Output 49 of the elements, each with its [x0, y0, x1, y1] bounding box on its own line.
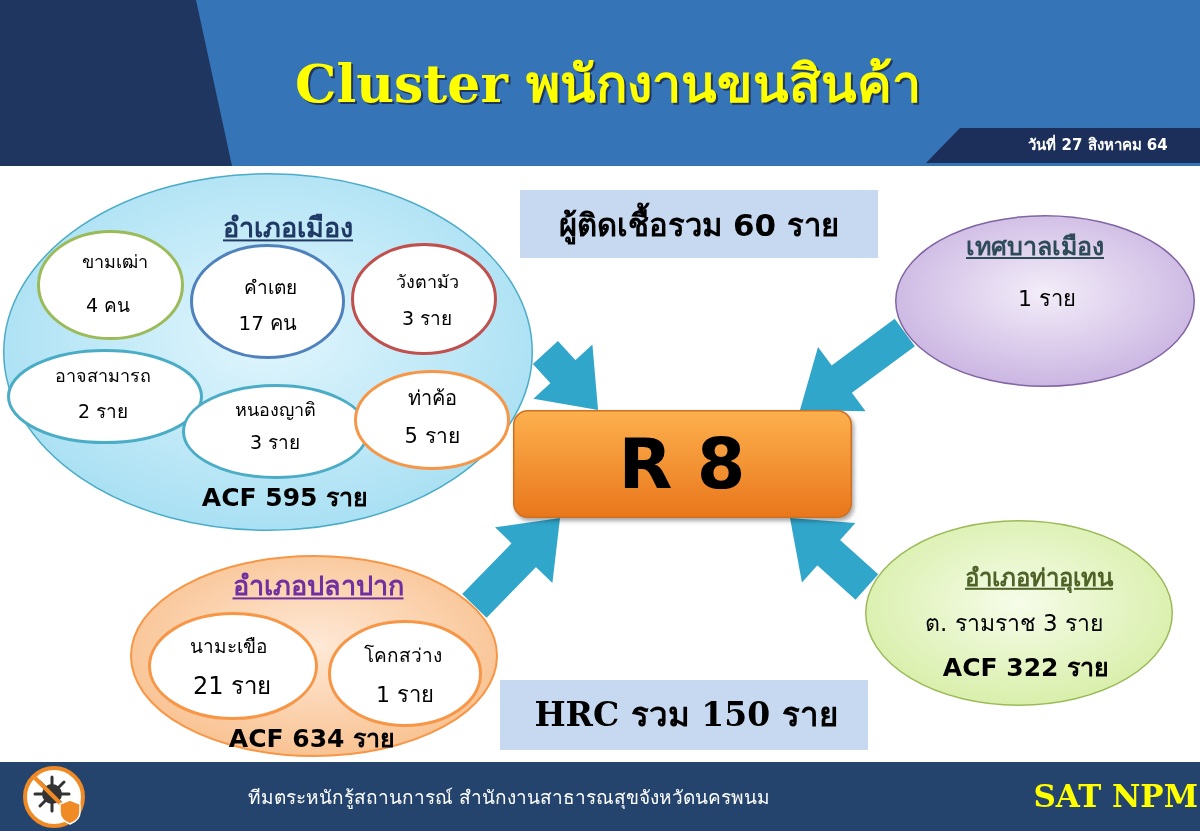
subdistrict-name: นามะเขือ — [189, 633, 267, 659]
team-abbreviation: SAT NPM — [1033, 777, 1198, 817]
district-name: อำเภอท่าอุเทน — [965, 562, 1113, 595]
subdistrict-ellipse — [351, 243, 497, 355]
case-count: ต. รามราช 3 ราย — [925, 608, 1103, 638]
subdistrict-ellipse — [328, 620, 482, 727]
district-ellipse — [865, 520, 1173, 706]
case-count: 3 ราย — [401, 305, 453, 331]
district-name: อำเภอเมือง — [223, 211, 353, 246]
district-name: เทศบาลเมือง — [966, 231, 1104, 263]
block-arrow — [790, 518, 879, 600]
subdistrict-name: ท่าค้อ — [407, 385, 457, 412]
hrc-total-text: HRC รวม 150 ราย — [534, 693, 838, 736]
date-text: วันที่ 27 สิงหาคม 64 — [1028, 133, 1168, 156]
case-count: 3 ราย — [249, 429, 301, 455]
district-name: อำเภอปลาปาก — [232, 569, 404, 604]
region-box — [513, 410, 852, 518]
subdistrict-name: คำเตย — [243, 274, 297, 300]
case-count: 1 ราย — [1018, 285, 1076, 314]
acf-count: ACF 634 ราย — [228, 723, 396, 755]
summary-box — [500, 680, 868, 750]
subdistrict-ellipse — [354, 370, 510, 470]
subdistrict-ellipse — [148, 612, 318, 720]
subdistrict-ellipse — [190, 244, 345, 359]
case-count: 2 ราย — [77, 398, 129, 424]
subdistrict-name: ขามเฒ่า — [82, 249, 148, 274]
subdistrict-name: หนองญาติ — [234, 397, 316, 422]
subdistrict-name: อาจสามารถ — [55, 363, 151, 388]
district-ellipse — [130, 555, 498, 757]
total-cases-text: ผู้ติดเชื้อรวม 60 ราย — [559, 201, 839, 251]
district-ellipse — [895, 215, 1195, 387]
footer-text: ทีมตระหนักรู้สถานการณ์ สำนักงานสาธารณสุขจังหวัดนครพนม — [248, 784, 771, 811]
subdistrict-name: วังตามัว — [395, 269, 459, 294]
case-count: 5 ราย — [404, 423, 460, 451]
acf-count: ACF 595 ราย — [201, 482, 369, 514]
subdistrict-ellipse — [7, 349, 203, 444]
block-arrow — [532, 341, 600, 410]
block-arrow — [800, 318, 915, 412]
district-ellipse — [3, 173, 533, 531]
subdistrict-ellipse — [37, 230, 184, 340]
summary-box — [520, 190, 878, 258]
subdistrict-name: โคกสว่าง — [364, 642, 442, 668]
region-label: R 8 — [618, 422, 746, 507]
case-count: 1 ราย — [376, 681, 434, 710]
case-count: 4 คน — [85, 292, 131, 318]
acf-count: ACF 322 ราย — [942, 652, 1110, 684]
case-count: 17 คน — [238, 310, 298, 337]
title: Cluster พนักงานขนสินค้า — [295, 52, 921, 117]
case-count: 21 ราย — [192, 670, 272, 702]
